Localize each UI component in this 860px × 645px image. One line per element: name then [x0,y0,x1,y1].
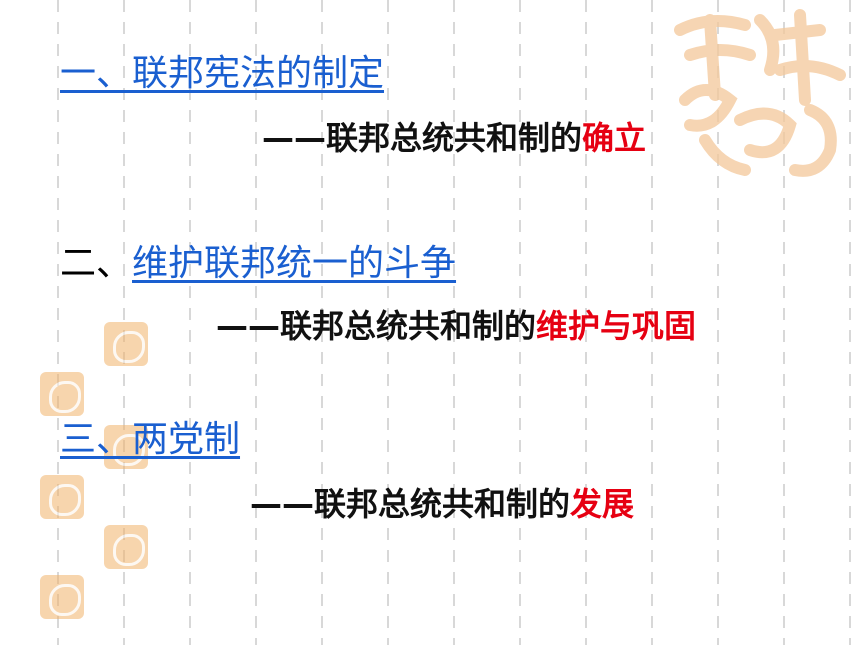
subtitle-dash: —— [250,485,314,523]
seal-icon [40,372,84,416]
subtitle-highlight: 确立 [582,119,647,157]
seal-icon [40,575,84,619]
section-heading: 一、联邦宪法的制定 [60,52,384,96]
section-heading: 三、两党制 [60,418,240,462]
section-link[interactable]: 三、两党制 [60,419,241,460]
section-link[interactable]: 一、联邦宪法的制定 [60,53,385,94]
section-heading: 二、维护联邦统一的斗争 [60,242,456,286]
seal-icon [104,525,148,569]
subtitle-text: 联邦总统共和制的 [280,307,537,345]
subtitle-text: 联邦总统共和制的 [326,119,583,157]
section-subtitle: ——联邦总统共和制的确立 [262,118,646,158]
section-subtitle: ——联邦总统共和制的发展 [250,484,634,524]
seal-icon [104,425,148,469]
seal-icon [104,322,148,366]
section-subtitle: ——联邦总统共和制的维护与巩固 [216,306,696,346]
section-link[interactable]: 维护联邦统一的斗争 [132,243,457,284]
subtitle-dash: —— [216,307,280,345]
seal-icon [40,475,84,519]
large-seal-icon [674,9,846,177]
subtitle-highlight: 维护与巩固 [536,307,697,345]
heading-prefix: 二、 [60,243,133,284]
subtitle-dash: —— [262,119,326,157]
subtitle-highlight: 发展 [570,485,635,523]
subtitle-text: 联邦总统共和制的 [314,485,571,523]
